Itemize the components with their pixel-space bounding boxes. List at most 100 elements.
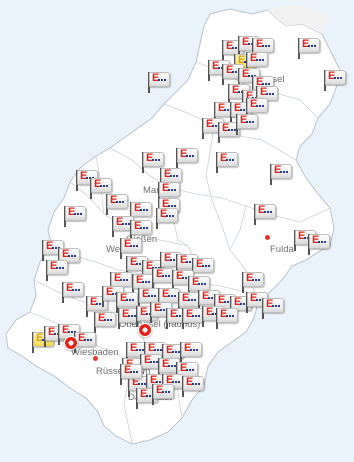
logo-letter-e-icon: E — [114, 272, 122, 284]
logo-letter-e-icon: E — [222, 122, 230, 134]
company-flag-icon[interactable]: E — [180, 374, 204, 398]
company-flag-icon[interactable]: E — [60, 280, 84, 304]
company-flag-icon[interactable]: E — [62, 204, 86, 228]
company-flag-icon[interactable]: E — [158, 166, 182, 190]
flag-stripes — [256, 105, 264, 107]
flag-stripes — [170, 259, 178, 261]
logo-letter-e-icon: E — [258, 204, 266, 216]
logo-letter-e-icon: E — [136, 274, 144, 286]
company-flag-icon[interactable]: E — [260, 296, 284, 320]
company-flag-icon[interactable]: E — [176, 290, 200, 314]
flag-pole — [42, 240, 44, 261]
flag-pole — [176, 148, 178, 169]
company-flag-icon[interactable]: E — [268, 162, 292, 186]
flag-pole — [156, 208, 158, 229]
flag-pole — [324, 70, 326, 91]
flag-stripes — [186, 155, 194, 157]
flag-stripes — [158, 79, 166, 81]
flag-pole — [254, 204, 256, 225]
company-flag-icon[interactable]: E — [56, 246, 80, 270]
flag-pole — [246, 292, 248, 313]
logo-letter-e-icon: E — [312, 234, 320, 246]
company-flag-icon[interactable]: E — [252, 202, 276, 226]
logo-letter-e-icon: E — [232, 84, 240, 96]
logo-letter-e-icon: E — [130, 256, 138, 268]
flag-stripes — [136, 349, 144, 351]
company-flag-icon[interactable]: E — [174, 146, 198, 170]
logo-letter-e-icon: E — [242, 68, 250, 80]
company-flag-icon[interactable]: E — [114, 290, 138, 314]
company-flag-icon[interactable]: E — [154, 206, 178, 230]
logo-letter-e-icon: E — [154, 302, 162, 314]
company-flag-icon[interactable]: E — [244, 50, 268, 74]
company-flag-icon[interactable]: E — [128, 218, 152, 242]
flag-pole — [142, 152, 144, 173]
flag-stripes — [136, 263, 144, 265]
company-flag-icon[interactable]: E — [150, 382, 174, 406]
company-flag-icon[interactable]: E — [88, 176, 112, 200]
logo-letter-e-icon: E — [256, 38, 264, 50]
company-flag-icon[interactable]: E — [136, 286, 160, 310]
company-flag-icon[interactable]: E — [150, 266, 174, 290]
company-flag-icon[interactable]: E — [240, 270, 264, 294]
logo-letter-e-icon: E — [212, 60, 220, 72]
company-flag-icon[interactable]: E — [140, 150, 164, 174]
company-flag-icon[interactable]: E — [322, 68, 346, 92]
flag-stripes — [334, 77, 342, 79]
flag-pole — [176, 254, 178, 275]
flag-pole — [102, 286, 104, 307]
flag-pole — [294, 230, 296, 251]
logo-letter-e-icon: E — [164, 168, 172, 180]
company-flag-icon[interactable]: E — [214, 306, 238, 330]
company-flag-icon[interactable]: E — [234, 112, 258, 136]
flag-pole — [222, 40, 224, 61]
company-flag-icon[interactable]: E — [180, 306, 204, 330]
company-flag-icon[interactable]: E — [178, 340, 202, 364]
company-flag-icon[interactable]: E — [116, 306, 140, 330]
company-flag-icon[interactable]: E — [128, 200, 152, 224]
logo-letter-e-icon: E — [250, 98, 258, 110]
logo-letter-e-icon: E — [166, 344, 174, 356]
location-pin-icon[interactable] — [64, 336, 78, 350]
flag-stripes — [226, 315, 234, 317]
flag-stripes — [240, 303, 248, 305]
flag-pole — [230, 102, 232, 123]
company-flag-icon[interactable]: E — [306, 232, 330, 256]
flag-stripes — [122, 223, 130, 225]
flag-stripes — [96, 303, 104, 305]
flag-pole — [90, 178, 92, 199]
company-flag-icon[interactable]: E — [186, 274, 210, 298]
flag-pole — [120, 364, 122, 385]
company-flag-icon[interactable]: E — [92, 310, 116, 334]
logo-letter-e-icon: E — [206, 306, 214, 318]
company-flag-icon[interactable]: E — [118, 236, 142, 260]
logo-letter-e-icon: E — [146, 260, 154, 272]
company-flag-icon[interactable]: E — [216, 120, 240, 144]
company-flag-icon[interactable]: E — [214, 150, 238, 174]
logo-letter-e-icon: E — [260, 86, 268, 98]
company-flag-icon[interactable]: E — [44, 258, 68, 282]
company-flag-icon[interactable]: E — [244, 96, 268, 120]
company-flag-icon[interactable]: E — [250, 36, 274, 60]
flag-stripes — [150, 361, 158, 363]
flag-stripes — [186, 261, 194, 263]
flag-stripes — [224, 301, 232, 303]
flag-stripes — [246, 121, 254, 123]
logo-letter-e-icon: E — [162, 182, 170, 194]
logo-letter-e-icon: E — [234, 102, 242, 114]
company-flag-icon[interactable]: E — [146, 70, 170, 94]
company-flag-icon[interactable]: E — [296, 36, 320, 60]
company-flag-icon[interactable]: E — [108, 270, 132, 294]
flag-pole — [246, 52, 248, 73]
company-flag-icon[interactable]: E — [156, 180, 180, 204]
location-pin-icon[interactable] — [138, 323, 152, 337]
flag-stripes — [128, 315, 136, 317]
company-flag-icon[interactable]: E — [104, 192, 128, 216]
flag-pole — [136, 388, 138, 409]
company-flag-icon[interactable]: E — [190, 256, 214, 280]
flag-pole — [256, 86, 258, 107]
flag-stripes — [186, 369, 194, 371]
flag-pole — [94, 312, 96, 333]
company-flag-icon[interactable]: E — [118, 362, 142, 386]
